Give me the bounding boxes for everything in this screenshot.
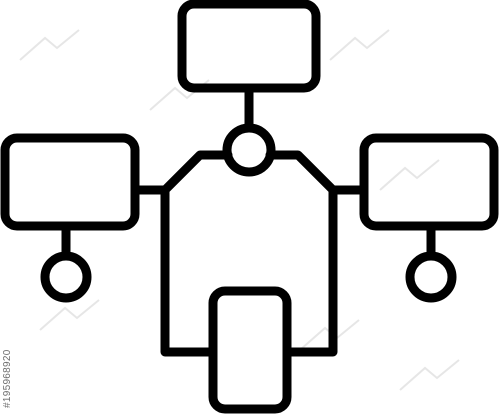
central-body-outline [160, 150, 338, 357]
stock-id-text: #195968920 [2, 349, 13, 408]
right-pendant-circle [405, 251, 457, 303]
right-node-box [359, 133, 499, 231]
stock-id-label: #195968920 [1, 290, 13, 410]
left-node-box [0, 133, 140, 231]
hub-node-circle [222, 123, 276, 177]
top-node-box [177, 0, 321, 93]
left-pendant-circle [40, 251, 92, 303]
bottom-node-box [208, 286, 292, 414]
